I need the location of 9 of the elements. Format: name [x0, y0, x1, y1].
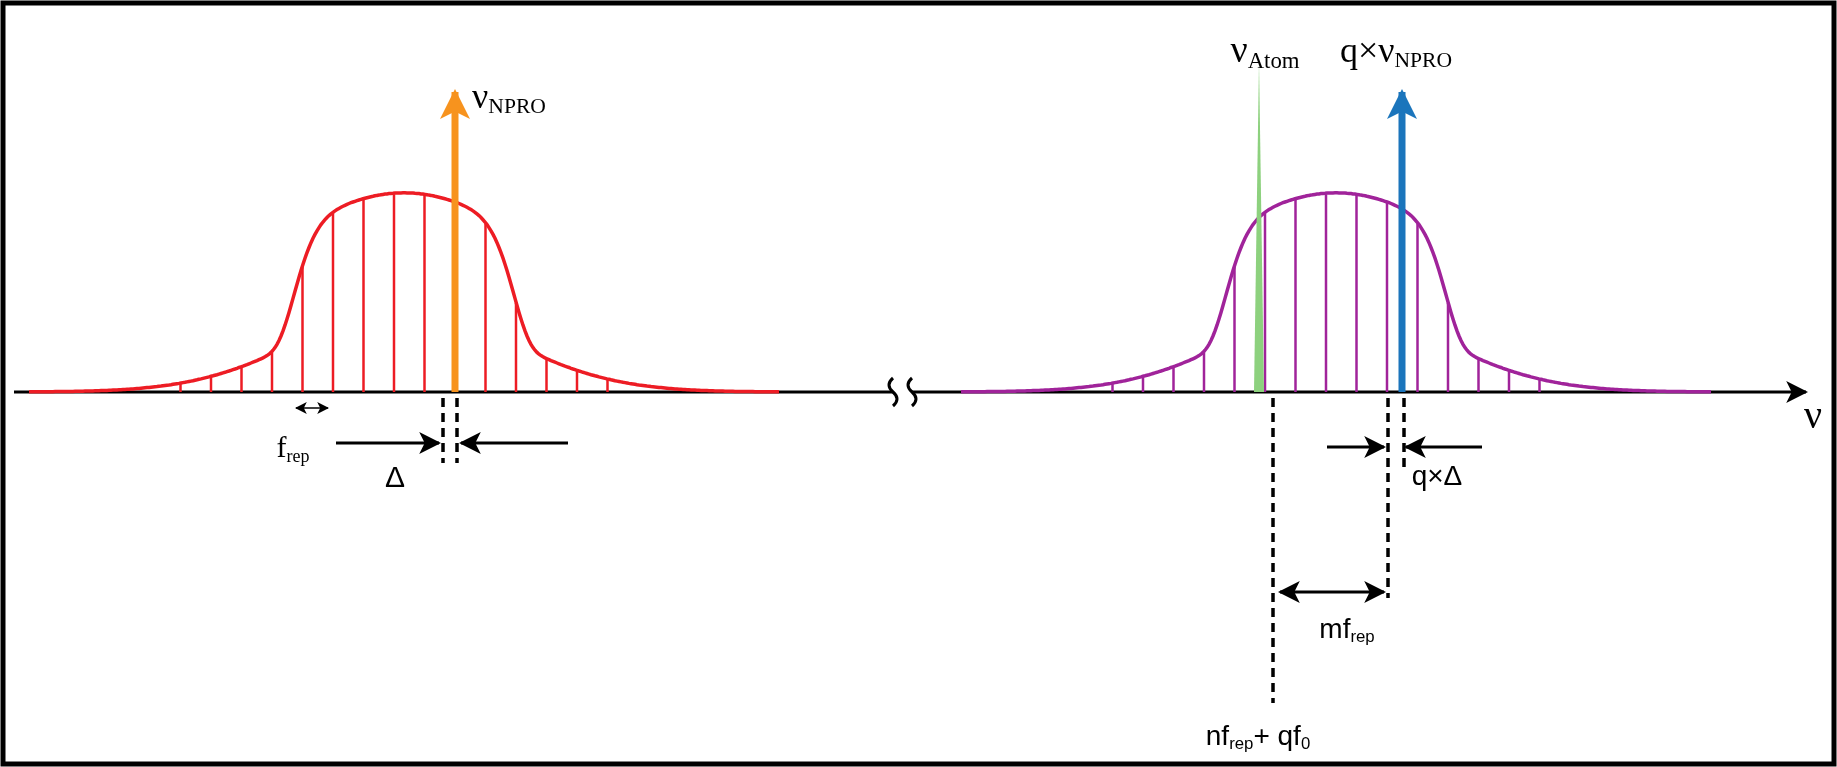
frequency-label: q×ν$_{NPRO}$ — [1339, 32, 1453, 72]
spacing-label: mf$_{rep}$ — [1319, 615, 1375, 646]
frequency-label: ν$_{Atom}$ — [1230, 30, 1300, 73]
axis-label: ν — [1803, 395, 1823, 435]
offset-label: Δ — [385, 462, 405, 492]
spacing-label: f$_{rep}$ — [276, 432, 310, 465]
offset-label: q×Δ — [1411, 462, 1463, 490]
frequency-label: ν$_{NPRO}$ — [472, 78, 546, 118]
frequency-label: nf$_{rep}$+ qf$_{0}$ — [1205, 722, 1311, 753]
